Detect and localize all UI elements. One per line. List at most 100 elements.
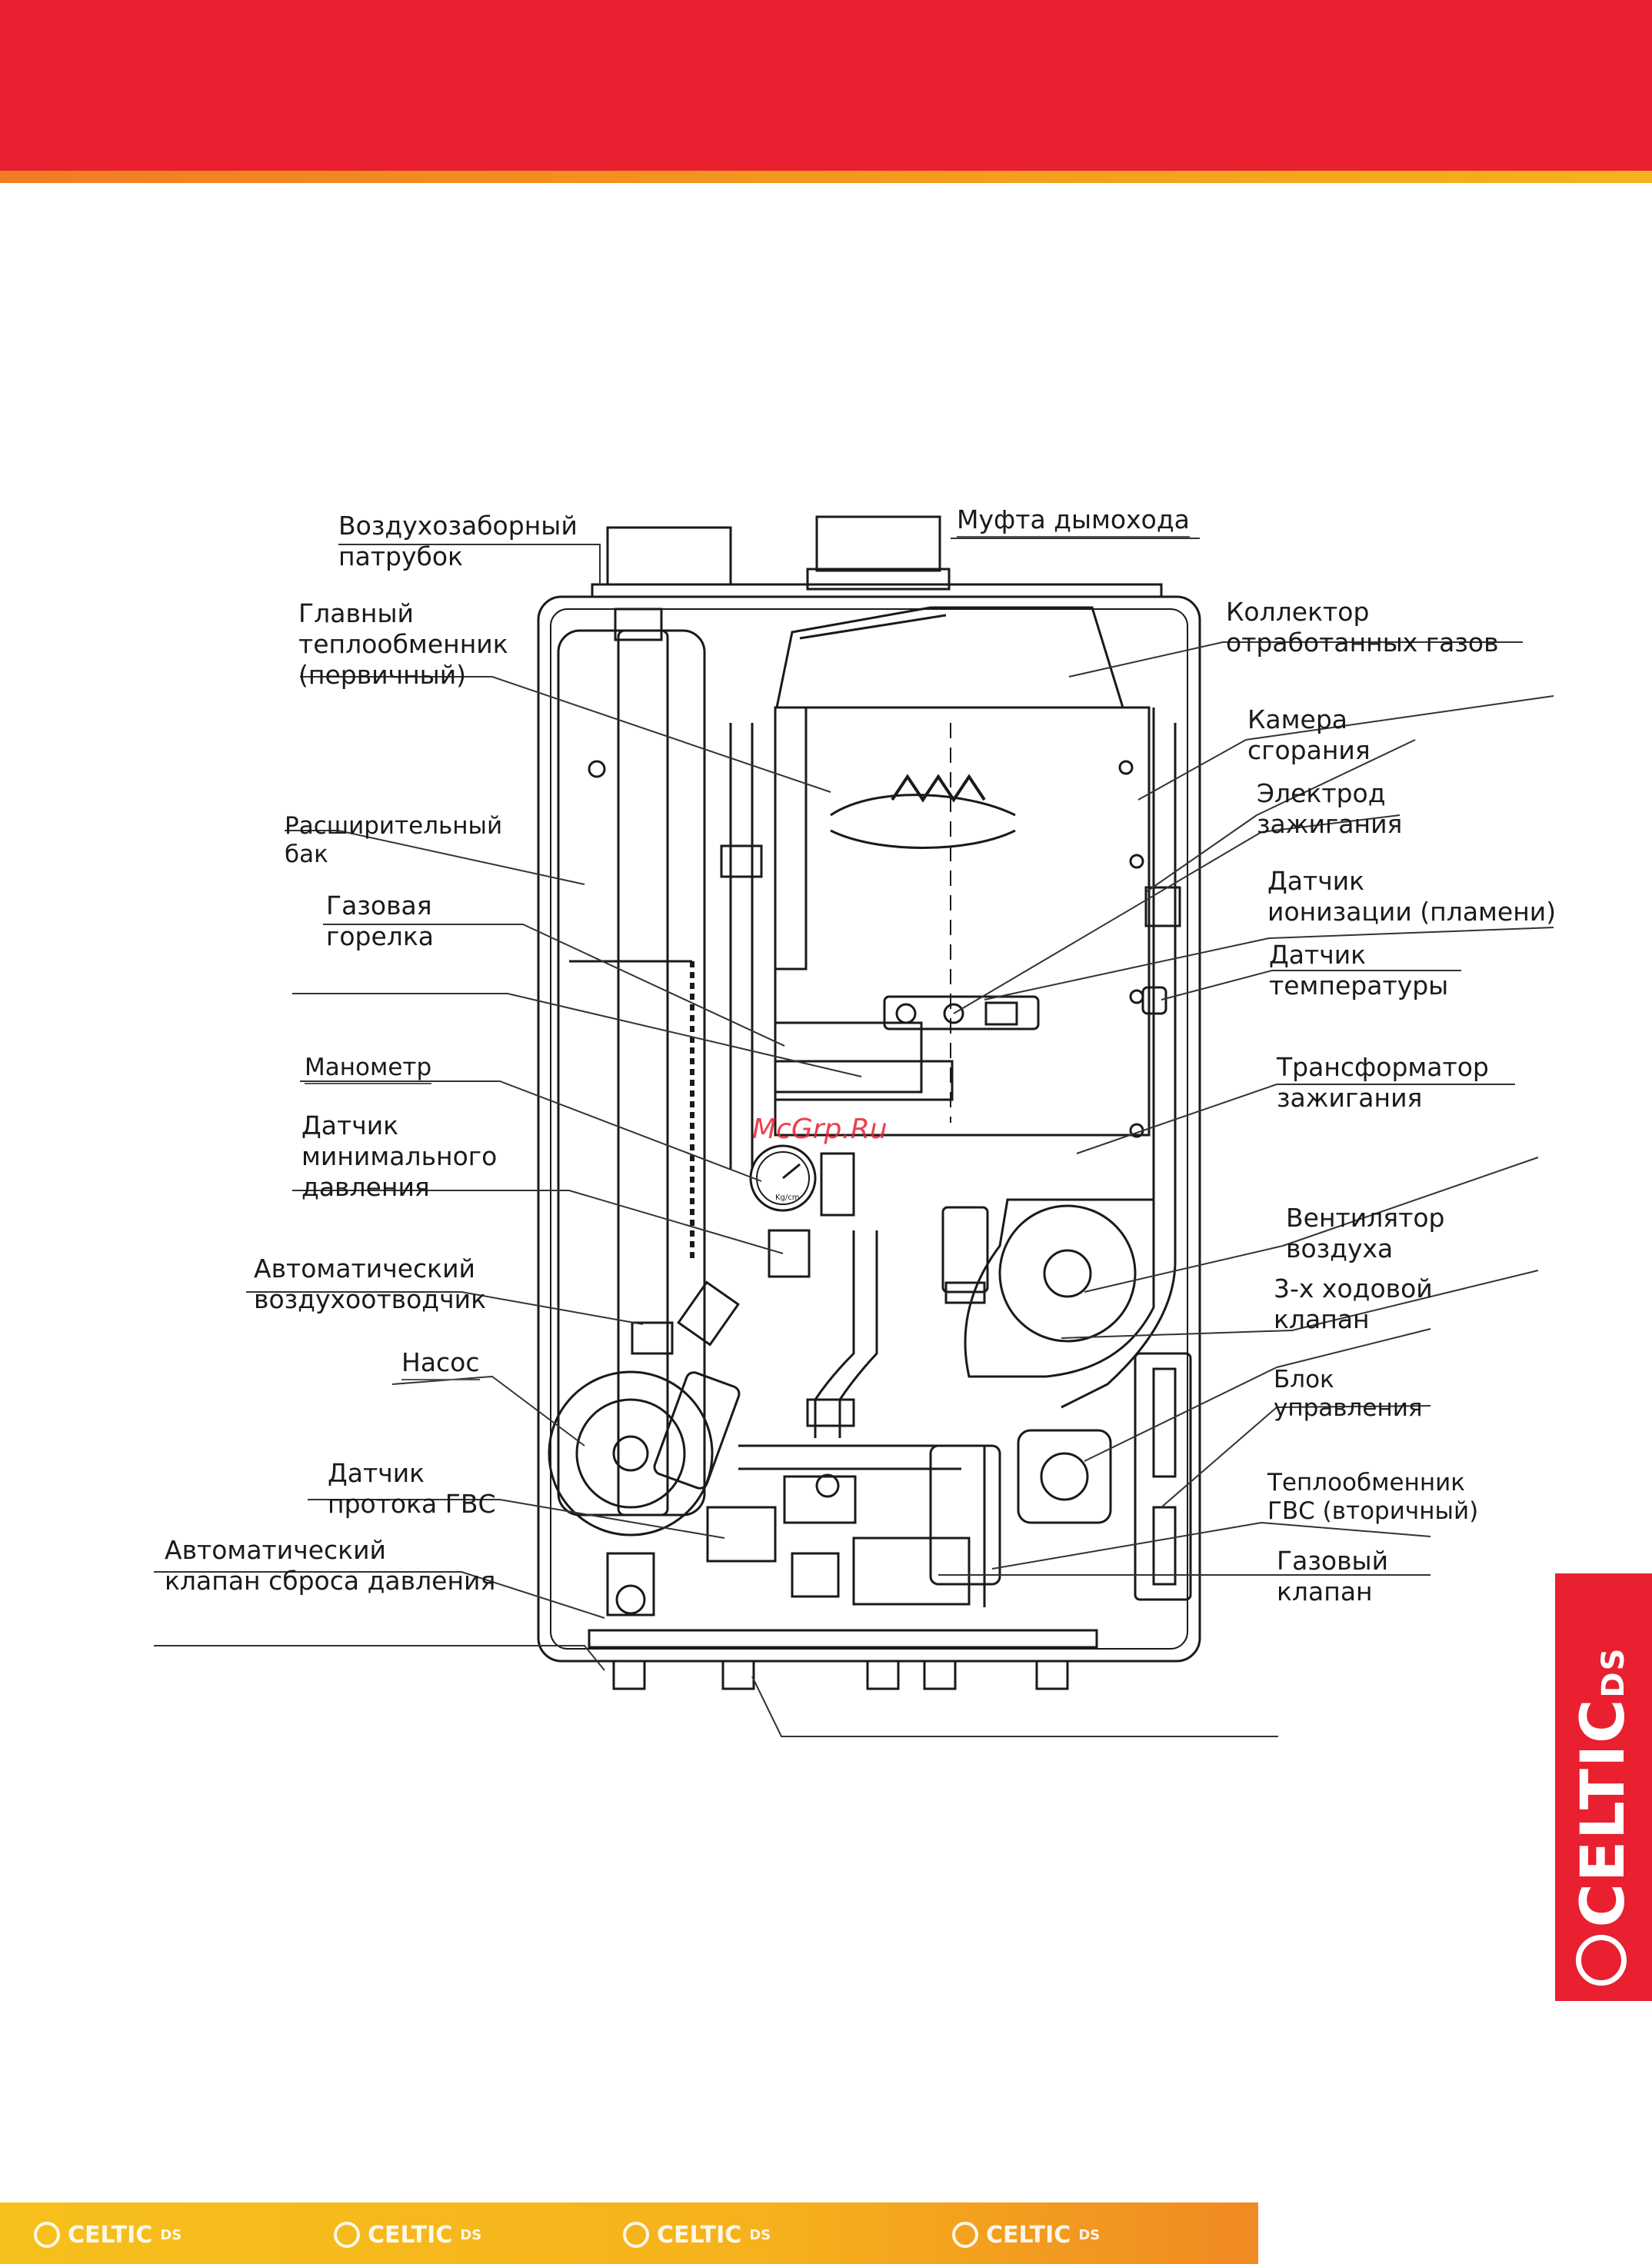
label-pump: Насос xyxy=(401,1347,480,1380)
control-unit-slot-2 xyxy=(1152,1506,1177,1586)
gauge-needle xyxy=(782,1163,801,1180)
temperature-sensor-body xyxy=(1141,986,1167,1015)
burner-flame xyxy=(891,774,986,803)
bottom-rail xyxy=(588,1629,1098,1649)
left-riser-pipe xyxy=(729,723,754,1169)
electrode-2 xyxy=(943,1003,964,1024)
riser-fitting xyxy=(720,844,763,878)
gas-valve-top xyxy=(783,1475,857,1524)
gas-burner xyxy=(774,1021,923,1094)
ignition-transformer xyxy=(941,1206,989,1293)
tank-bracket xyxy=(614,608,663,641)
min-pressure-fitting xyxy=(820,1152,855,1217)
exhaust-collector xyxy=(775,606,1125,709)
connector-2 xyxy=(721,1660,755,1690)
label-flue-coupling: Муфта дымохода xyxy=(957,504,1190,538)
label-pressure-gauge: Манометр xyxy=(305,1054,432,1084)
three-way-valve-hub xyxy=(1040,1452,1089,1501)
pump xyxy=(548,1370,714,1537)
flue-pipe-collar xyxy=(806,568,951,591)
pump-hub xyxy=(612,1435,649,1472)
gas-valve-knob xyxy=(815,1473,840,1498)
side-brand-text: CELTICDS xyxy=(1569,1646,1638,1928)
right-fitting xyxy=(1144,886,1181,927)
chamber-left-fins xyxy=(774,706,808,971)
chamber-bolt-3 xyxy=(1129,989,1144,1004)
recycle-icon xyxy=(1576,1935,1627,1986)
central-pipe-fitting xyxy=(806,1398,855,1427)
burner-ramp xyxy=(774,1060,954,1101)
relief-valve-knob xyxy=(615,1584,646,1615)
dhw-flow-sensor xyxy=(706,1506,777,1563)
side-brand-logo: CELTICDS xyxy=(1555,1573,1652,2001)
central-pipe xyxy=(814,1230,878,1438)
pressure-gauge xyxy=(749,1144,817,1212)
recycle-icon xyxy=(952,2222,978,2248)
exhaust-collector-inner xyxy=(799,614,947,640)
air-intake-pipe xyxy=(606,526,732,586)
air-fan xyxy=(964,1198,1155,1378)
dhw-exchanger xyxy=(929,1444,1001,1586)
control-unit xyxy=(1134,1352,1192,1601)
right-riser-pipe xyxy=(1061,708,1177,1409)
chamber-bolt-2 xyxy=(1129,854,1144,869)
boiler-casing-inner xyxy=(550,608,1188,1650)
leader-lines xyxy=(154,538,1554,1737)
fan-hub xyxy=(1043,1249,1092,1298)
auto-air-vent xyxy=(631,1321,674,1355)
electrode-plate xyxy=(984,1001,1018,1026)
connector-4 xyxy=(923,1660,957,1690)
top-bracket xyxy=(591,583,1163,597)
air-vent-valve xyxy=(677,1280,740,1347)
chamber-window xyxy=(830,794,1016,849)
combustion-chamber xyxy=(774,706,1151,1137)
chamber-bolt-1 xyxy=(1118,760,1134,775)
three-way-valve xyxy=(1017,1429,1112,1524)
electrode-1 xyxy=(895,1003,917,1024)
expansion-tank xyxy=(557,629,706,1517)
recycle-icon xyxy=(34,2222,60,2248)
recycle-icon xyxy=(334,2222,360,2248)
fan-outer xyxy=(998,1204,1137,1343)
tank-bolt xyxy=(588,760,606,778)
recycle-icon xyxy=(623,2222,649,2248)
connector-5 xyxy=(1035,1660,1069,1690)
gauge-text: Kg/cm xyxy=(775,1194,800,1202)
min-pressure-sensor xyxy=(768,1229,811,1278)
header-bar xyxy=(0,0,1652,171)
gas-valve-coil xyxy=(791,1552,840,1598)
relief-valve xyxy=(606,1552,655,1616)
electrode-block xyxy=(883,995,1040,1030)
pressure-gauge-inner xyxy=(756,1151,810,1205)
watermark: McGrp.Ru xyxy=(752,1114,888,1145)
primary-exchanger-pipe xyxy=(617,629,669,1517)
control-unit-slot-1 xyxy=(1152,1367,1177,1478)
flue-pipe xyxy=(815,515,941,572)
header-stripe xyxy=(0,171,1652,183)
transformer-cap xyxy=(944,1281,986,1304)
gas-valve xyxy=(852,1537,971,1606)
